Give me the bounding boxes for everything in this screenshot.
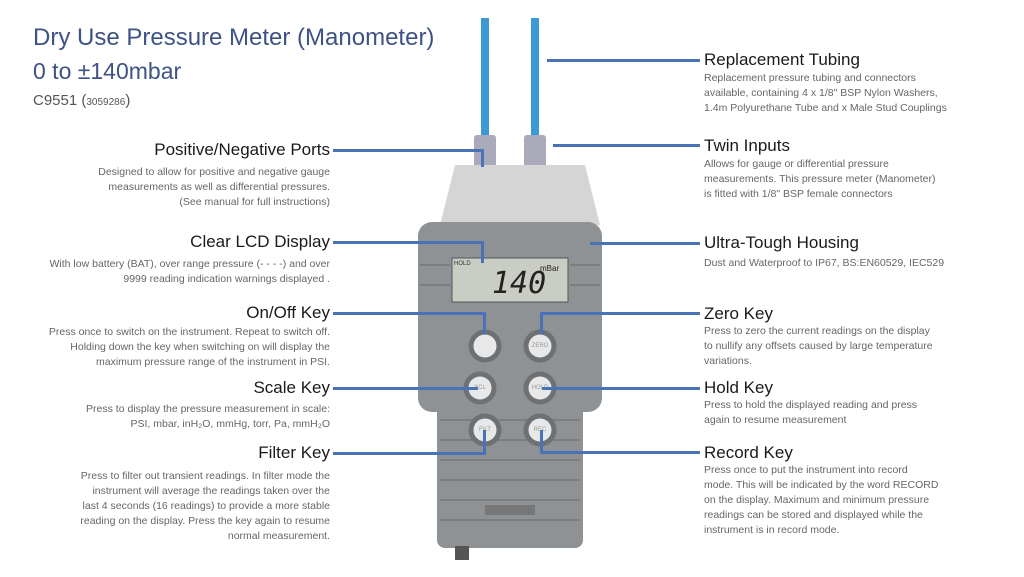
leader-record-v — [540, 430, 543, 454]
callout-title: Scale Key — [253, 378, 330, 397]
callout-title: Hold Key — [704, 378, 773, 397]
callout-record: Record Key Press once to put the instrum… — [704, 443, 938, 538]
hold-key-label[interactable]: HOLD — [531, 385, 549, 391]
callout-text: Press to hold the displayed reading and … — [704, 399, 918, 411]
callout-text: last 4 seconds (16 readings) to provide … — [82, 500, 330, 512]
connector-right — [524, 135, 546, 170]
model-number: C9551 ( — [33, 92, 87, 109]
callout-scale: Scale Key Press to display the pressure … — [86, 378, 330, 432]
leader-twin — [553, 144, 700, 147]
leader-hold — [542, 387, 700, 390]
callout-title: Clear LCD Display — [190, 232, 330, 251]
record-key-label[interactable]: REC — [526, 427, 554, 433]
callout-text: variations. — [704, 355, 752, 367]
callout-text: again to resume measurement — [704, 414, 847, 426]
device-head — [440, 165, 600, 225]
device-upper-body — [418, 222, 602, 412]
callout-text: With low battery (BAT), over range press… — [49, 258, 330, 270]
callout-title: On/Off Key — [246, 303, 330, 322]
lcd-hold-indicator: HOLD — [454, 261, 471, 267]
callout-text: mode. This will be indicated by the word… — [704, 479, 939, 491]
callout-ports: Positive/Negative Ports Designed to allo… — [98, 140, 330, 210]
page-title: Dry Use Pressure Meter (Manometer) — [33, 24, 435, 51]
leader-tubing — [547, 59, 700, 62]
callout-text: 1.4m Polyurethane Tube and x Male Stud C… — [704, 102, 947, 114]
callout-text: Designed to allow for positive and negat… — [98, 166, 330, 178]
tube-left — [481, 18, 489, 143]
callout-text: reading on the display. Press the key ag… — [80, 515, 330, 527]
callout-text: available, containing 4 x 1/8" BSP Nylon… — [704, 87, 938, 99]
callout-title: Positive/Negative Ports — [154, 140, 330, 159]
leader-filter-v — [483, 430, 486, 455]
leader-onoff-v — [483, 312, 486, 334]
callout-title: Replacement Tubing — [704, 50, 860, 69]
callout-text: Holding down the key when switching on w… — [70, 341, 330, 353]
leader-scale — [333, 387, 478, 390]
callout-text: measurements. This pressure meter (Manom… — [704, 173, 936, 185]
callout-text: maximum pressure range of the instrument… — [95, 356, 330, 368]
callout-text: 9999 reading indication warnings display… — [123, 273, 330, 285]
callout-onoff: On/Off Key Press once to switch on the i… — [49, 303, 330, 370]
callout-text: Press to display the pressure measuremen… — [86, 403, 330, 415]
callout-zero: Zero Key Press to zero the current readi… — [704, 304, 933, 369]
callout-title: Filter Key — [258, 443, 330, 462]
callout-text: Press to filter out transient readings. … — [80, 470, 330, 482]
lcd-unit: mBar — [540, 264, 560, 273]
lcd-reading: 140 — [492, 266, 547, 301]
model-paren: ) — [125, 92, 131, 109]
callout-filter: Filter Key Press to filter out transient… — [80, 443, 330, 544]
callout-housing: Ultra-Tough Housing Dust and Waterproof … — [704, 233, 944, 271]
part-number: 3059286 — [86, 97, 126, 108]
callout-text: (See manual for full instructions) — [179, 196, 330, 208]
zero-key-label[interactable]: ZERO — [531, 343, 549, 349]
callout-text: Replacement pressure tubing and connecto… — [704, 72, 916, 84]
callout-text: Press to zero the current readings on th… — [704, 325, 930, 337]
device-lower-body — [437, 400, 583, 548]
connector-left — [474, 135, 496, 170]
callout-text: instrument is in record mode. — [704, 524, 840, 536]
leader-filter — [333, 452, 485, 455]
onoff-key — [468, 329, 502, 363]
tube-right — [531, 18, 539, 143]
callout-text: Dust and Waterproof to IP67, BS:EN60529,… — [704, 257, 945, 269]
callout-lcd: Clear LCD Display With low battery (BAT)… — [50, 232, 330, 287]
callout-title: Twin Inputs — [704, 136, 790, 155]
callout-text: measurements as well as differential pre… — [108, 181, 330, 193]
callout-tubing: Replacement Tubing Replacement pressure … — [704, 50, 947, 116]
callout-title: Record Key — [704, 443, 793, 462]
leader-lcd-v — [481, 241, 484, 263]
leader-ports-v — [481, 149, 484, 167]
callout-text: Press once to switch on the instrument. … — [48, 326, 330, 338]
callout-title: Zero Key — [704, 304, 773, 323]
leader-housing — [590, 242, 700, 245]
callout-text: on the display. Maximum and minimum pres… — [704, 494, 930, 506]
callout-text: Allows for gauge or differential pressur… — [704, 158, 889, 170]
leader-ports — [333, 149, 483, 152]
device-bottom-tab — [455, 546, 469, 560]
lcd-screen — [451, 257, 569, 303]
callout-text: readings can be stored and displayed whi… — [704, 509, 923, 521]
leader-onoff — [333, 312, 485, 315]
leader-lcd — [333, 241, 483, 244]
pressure-range: 0 to ±140mbar — [33, 58, 182, 84]
callout-text: normal measurement. — [227, 530, 330, 542]
leader-record — [540, 451, 700, 454]
callout-text: instrument will average the readings tak… — [92, 485, 330, 497]
callout-twin-inputs: Twin Inputs Allows for gauge or differen… — [704, 136, 935, 202]
scale-key-label[interactable]: SCL — [474, 385, 486, 391]
callout-text: Press once to put the instrument into re… — [704, 464, 908, 476]
callout-title: Ultra-Tough Housing — [704, 233, 859, 252]
model-code: C9551 (3059286) — [33, 92, 130, 109]
leader-zero — [540, 312, 700, 315]
device-label-plate — [485, 505, 535, 515]
callout-text: PSI, mbar, inH₂O, mmHg, torr, Pa, mmH₂O — [130, 418, 330, 430]
leader-zero-v — [540, 312, 543, 334]
callout-hold: Hold Key Press to hold the displayed rea… — [704, 378, 917, 428]
callout-text: to nullify any offsets caused by large t… — [704, 340, 933, 352]
callout-text: is fitted with 1/8" BSP female connector… — [704, 188, 893, 200]
